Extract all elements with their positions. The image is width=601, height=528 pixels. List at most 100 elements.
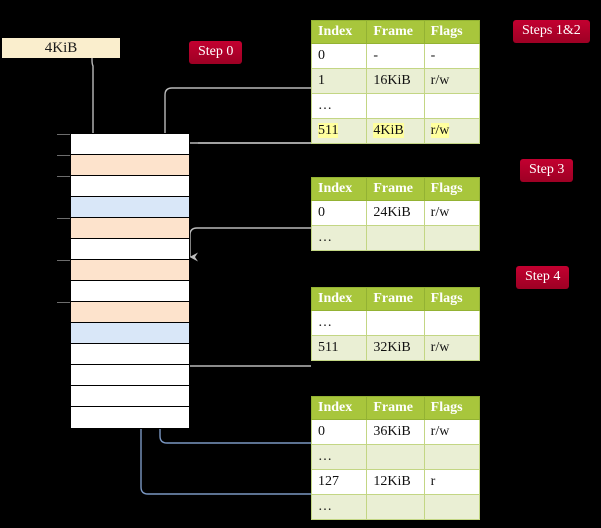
col-header-index: Index: [310, 20, 368, 44]
cell-frame: 4KiB: [366, 118, 425, 144]
memory-row: [71, 260, 189, 281]
cell-text: 16KiB: [373, 73, 411, 88]
col-header-index: Index: [310, 287, 368, 311]
memory-row: [71, 218, 189, 239]
table-row: …: [310, 494, 481, 520]
cell-text: 127: [318, 474, 339, 489]
cell-text: 0: [318, 424, 325, 439]
cell-text: r: [430, 474, 436, 489]
cell-index: …: [310, 93, 368, 119]
table-row: …: [310, 93, 481, 119]
col-header-index: Index: [310, 177, 368, 201]
cell-text: r/w: [430, 123, 450, 138]
memory-row: [71, 386, 189, 407]
cell-flags: [423, 444, 481, 470]
cell-flags: r/w: [423, 419, 481, 445]
cell-text: 1: [318, 73, 325, 88]
cell-index: 0: [310, 43, 368, 69]
wire-l0-row511: [179, 142, 311, 160]
col-header-flags: Flags: [423, 396, 481, 420]
cell-text: 4KiB: [373, 123, 404, 138]
cell-text: …: [318, 499, 333, 514]
table-row: 0 24KiB r/w: [310, 200, 481, 226]
cell-frame: 32KiB: [366, 335, 425, 361]
cell-text: 12KiB: [373, 474, 411, 489]
cell-text: …: [318, 98, 333, 113]
memory-row: [71, 344, 189, 365]
cell-flags: r/w: [423, 335, 481, 361]
memory-row: [71, 197, 189, 218]
cell-flags: r/w: [423, 200, 481, 226]
cell-text: r/w: [430, 424, 450, 439]
cell-flags: [423, 225, 481, 251]
table-row: …: [310, 225, 481, 251]
memory-row: [71, 407, 189, 428]
col-header-frame: Frame: [366, 396, 425, 420]
cell-frame: 12KiB: [366, 469, 425, 495]
table-row: …: [310, 444, 481, 470]
badge-step-0: Step 0: [189, 41, 243, 64]
cell-index: 127: [310, 469, 368, 495]
memory-row-tick: [57, 260, 70, 261]
cell-text: r/w: [430, 73, 450, 88]
cell-index: …: [310, 310, 368, 336]
page-table-body: 0 24KiB r/w …: [310, 200, 481, 251]
memory-row-tick: [57, 155, 70, 156]
cell-text: 511: [318, 340, 339, 355]
cell-text: …: [318, 449, 333, 464]
cell-text: -: [373, 48, 378, 63]
memory-row: [71, 176, 189, 197]
table-row: 127 12KiB r: [310, 469, 481, 495]
cell-text: …: [318, 315, 333, 330]
cell-frame: 16KiB: [366, 68, 425, 94]
col-header-flags: Flags: [423, 287, 481, 311]
cell-frame: 36KiB: [366, 419, 425, 445]
memory-row-tick: [57, 176, 70, 177]
badge-step-3: Step 3: [520, 159, 574, 182]
cell-flags: r/w: [423, 118, 481, 144]
table-row: 0 36KiB r/w: [310, 419, 481, 445]
source-frame-label: 4KiB: [44, 39, 78, 56]
cell-text: …: [318, 230, 333, 245]
cell-frame: [366, 93, 425, 119]
memory-row: [71, 239, 189, 260]
cell-frame: -: [366, 43, 425, 69]
memory-row: [71, 134, 189, 155]
col-header-flags: Flags: [423, 20, 481, 44]
cell-frame: 24KiB: [366, 200, 425, 226]
cell-index: …: [310, 225, 368, 251]
source-frame-box: 4KiB: [2, 38, 120, 58]
memory-row: [71, 323, 189, 344]
cell-index: 511: [310, 118, 368, 144]
memory-row-tick: [57, 134, 70, 135]
cell-flags: r: [423, 469, 481, 495]
cell-flags: [423, 494, 481, 520]
memory-row-tick: [57, 218, 70, 219]
cell-index: 0: [310, 419, 368, 445]
cell-text: 36KiB: [373, 424, 411, 439]
cell-flags: -: [423, 43, 481, 69]
cell-frame: [366, 225, 425, 251]
cell-index: 0: [310, 200, 368, 226]
cell-text: 0: [318, 205, 325, 220]
memory-row-tick: [57, 302, 70, 303]
cell-text: 511: [318, 123, 339, 138]
cell-index: …: [310, 494, 368, 520]
cell-text: 24KiB: [373, 205, 411, 220]
cell-flags: [423, 310, 481, 336]
memory-row: [71, 302, 189, 323]
badge-steps-1-and-2: Steps 1&2: [513, 20, 590, 43]
page-table-body: 0 36KiB r/w … 127 12KiB r …: [310, 419, 481, 520]
cell-flags: [423, 93, 481, 119]
cell-flags: r/w: [423, 68, 481, 94]
memory-row: [71, 155, 189, 176]
table-row: 0--: [310, 43, 481, 69]
memory-row: [71, 365, 189, 386]
